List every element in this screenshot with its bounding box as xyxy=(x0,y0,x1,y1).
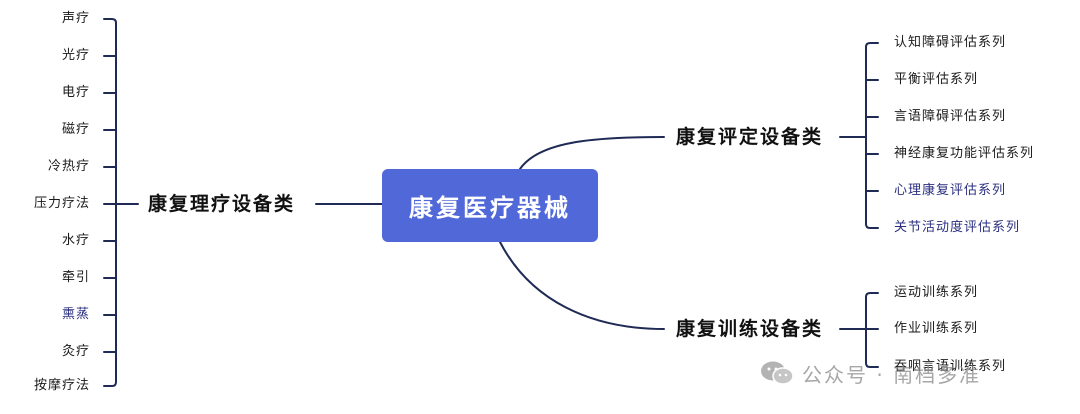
left-leaf-4: 磁疗 xyxy=(61,122,90,137)
right-bottom-leaf-3: 吞咽言语训练系列 xyxy=(894,359,1007,374)
right-top-leaf-6: 关节活动度评估系列 xyxy=(894,220,1021,235)
right-top-leaf-5: 心理康复评估系列 xyxy=(894,183,1007,198)
right-top-leaf-2: 平衡评估系列 xyxy=(894,72,979,87)
left-leaf-1: 声疗 xyxy=(61,11,90,26)
right-top-leaf-1: 认知障碍评估系列 xyxy=(894,35,1007,50)
left-leaf-11: 按摩疗法 xyxy=(33,378,90,393)
wechat-icon xyxy=(760,360,794,386)
left-leaf-8: 牵引 xyxy=(61,270,90,285)
right-bottom-branch-label: 康复训练设备类 xyxy=(676,318,824,340)
center-node-label: 康复医疗器械 xyxy=(409,194,571,222)
left-bracket-spine xyxy=(103,18,117,387)
center-to-right-top-curve xyxy=(519,136,665,170)
left-leaf-9: 熏蒸 xyxy=(61,307,90,322)
right-bottom-leaf-1: 运动训练系列 xyxy=(894,285,979,300)
left-leaf-3: 电疗 xyxy=(61,85,90,100)
left-branch-label: 康复理疗设备类 xyxy=(148,193,296,215)
left-leaf-2: 光疗 xyxy=(61,48,90,63)
right-top-leaf-4: 神经康复功能评估系列 xyxy=(894,146,1035,161)
watermark-text: 公众号 · 南档多准 xyxy=(802,362,982,387)
right-top-branch-label: 康复评定设备类 xyxy=(676,126,824,148)
left-leaf-10: 灸疗 xyxy=(61,344,90,359)
left-leaf-5: 冷热疗 xyxy=(47,159,90,174)
center-node: 康复医疗器械 xyxy=(382,169,598,242)
right-top-leaf-3: 言语障碍评估系列 xyxy=(894,109,1007,124)
left-leaf-7: 水疗 xyxy=(61,233,90,248)
right-bottom-leaf-2: 作业训练系列 xyxy=(894,321,979,336)
center-to-right-bottom-curve xyxy=(499,241,665,330)
watermark: 公众号 · 南档多准 xyxy=(760,358,981,388)
right-top-bracket-spine xyxy=(865,42,879,229)
left-leaf-6: 压力疗法 xyxy=(33,196,90,211)
